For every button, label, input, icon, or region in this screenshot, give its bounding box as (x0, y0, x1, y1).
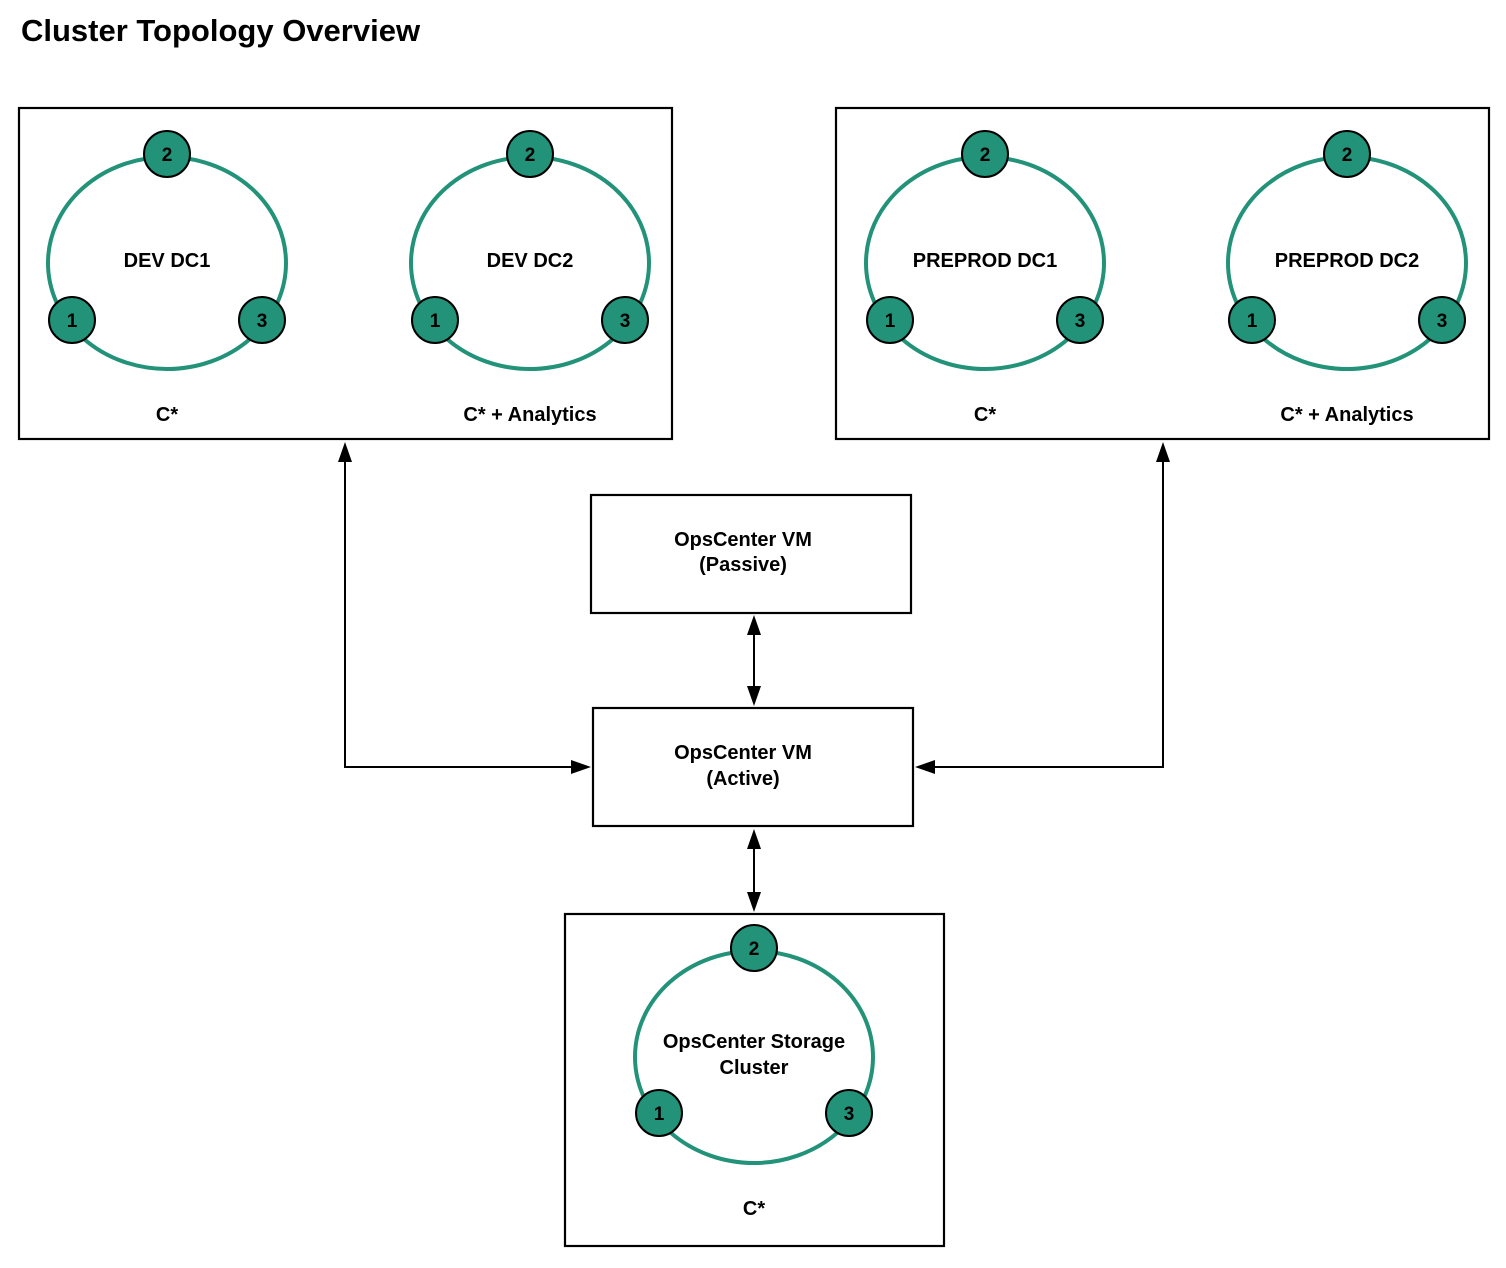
opscenter-vm-active: OpsCenter VM (Active) (591, 706, 915, 828)
opscenter-passive-line2: (Passive) (699, 554, 787, 576)
preprod-dc1-caption: C* (974, 404, 996, 426)
storage-caption: C* (743, 1198, 765, 1220)
preprod-dc2-name: PREPROD DC2 (1275, 250, 1419, 272)
opscenter-passive-line1: OpsCenter VM (674, 529, 812, 551)
node-circle (1228, 296, 1276, 344)
opscenter-passive-box (589, 493, 913, 615)
node-label: 3 (620, 311, 631, 332)
dev-dc1-name: DEV DC1 (124, 250, 211, 272)
node-label: 3 (844, 1104, 855, 1125)
node-label: 2 (749, 939, 760, 960)
preprod-dc2-caption: C* + Analytics (1280, 404, 1413, 426)
node-label: 3 (257, 311, 268, 332)
node-circle (961, 130, 1009, 178)
dev-dc2-node-1: 1 (411, 296, 459, 344)
node-circle (1418, 296, 1466, 344)
storage-node-2: 2 (730, 924, 778, 972)
storage-node-3: 3 (825, 1089, 873, 1137)
node-circle (825, 1089, 873, 1137)
storage-node-1: 1 (635, 1089, 683, 1137)
storage-ring: OpsCenter Storage Cluster 2 1 3 C* (633, 924, 875, 1220)
dev-dc1-node-1: 1 (48, 296, 96, 344)
node-circle (1056, 296, 1104, 344)
node-circle (601, 296, 649, 344)
node-label: 1 (654, 1104, 665, 1125)
node-label: 2 (1342, 145, 1353, 166)
node-label: 1 (885, 311, 896, 332)
dev-dc2-ring: DEV DC2 2 1 3 C* + Analytics (409, 130, 651, 426)
connector-dev-to-active (338, 442, 591, 774)
node-circle (866, 296, 914, 344)
arrowhead-down (747, 686, 761, 706)
preprod-dc1-ring: PREPROD DC1 2 1 3 C* (864, 130, 1106, 426)
opscenter-active-line1: OpsCenter VM (674, 742, 812, 764)
node-circle (48, 296, 96, 344)
node-circle (1323, 130, 1371, 178)
connector-passive-to-active (747, 615, 761, 706)
node-label: 3 (1437, 311, 1448, 332)
arrowhead-down (747, 892, 761, 912)
node-label: 2 (980, 145, 991, 166)
node-label: 3 (1075, 311, 1086, 332)
preprod-dc2-ring: PREPROD DC2 2 1 3 C* + Analytics (1226, 130, 1468, 426)
node-label: 2 (162, 145, 173, 166)
dev-dc2-node-2: 2 (506, 130, 554, 178)
dev-dc1-node-3: 3 (238, 296, 286, 344)
connector-active-to-storage (747, 829, 761, 912)
arrowhead-up (747, 829, 761, 849)
arrowhead-left (915, 760, 935, 774)
preprod-dc1-node-3: 3 (1056, 296, 1104, 344)
connector-preprod-to-active (915, 442, 1170, 774)
arrowhead-up (1156, 442, 1170, 462)
arrowhead-up (747, 615, 761, 635)
node-label: 1 (67, 311, 78, 332)
preprod-dc2-node-3: 3 (1418, 296, 1466, 344)
node-circle (730, 924, 778, 972)
node-label: 1 (430, 311, 441, 332)
preprod-dc1-node-1: 1 (866, 296, 914, 344)
dev-dc1-caption: C* (156, 404, 178, 426)
opscenter-active-box (591, 706, 915, 828)
dev-dc1-node-2: 2 (143, 130, 191, 178)
node-circle (143, 130, 191, 178)
node-circle (411, 296, 459, 344)
dev-dc2-caption: C* + Analytics (463, 404, 596, 426)
dev-dc1-ring: DEV DC1 2 1 3 C* (46, 130, 288, 426)
storage-name-line1: OpsCenter Storage (663, 1031, 845, 1053)
preprod-dc1-node-2: 2 (961, 130, 1009, 178)
dev-environment-box (17, 106, 674, 441)
storage-name-line2: Cluster (720, 1057, 789, 1079)
node-circle (238, 296, 286, 344)
dev-dc2-name: DEV DC2 (487, 250, 574, 272)
opscenter-vm-passive: OpsCenter VM (Passive) (589, 493, 913, 615)
preprod-environment-box (834, 106, 1491, 441)
preprod-dc1-name: PREPROD DC1 (913, 250, 1057, 272)
node-circle (635, 1089, 683, 1137)
arrowhead-right (571, 760, 591, 774)
node-label: 2 (525, 145, 536, 166)
preprod-dc2-node-2: 2 (1323, 130, 1371, 178)
page-title: Cluster Topology Overview (21, 13, 421, 48)
connector-line (344, 460, 572, 768)
preprod-dc2-node-1: 1 (1228, 296, 1276, 344)
arrowhead-up (338, 442, 352, 462)
storage-cluster-box (563, 912, 946, 1248)
opscenter-active-line2: (Active) (706, 768, 779, 790)
dev-dc2-node-3: 3 (601, 296, 649, 344)
connector-line (934, 460, 1164, 768)
node-label: 1 (1247, 311, 1258, 332)
node-circle (506, 130, 554, 178)
